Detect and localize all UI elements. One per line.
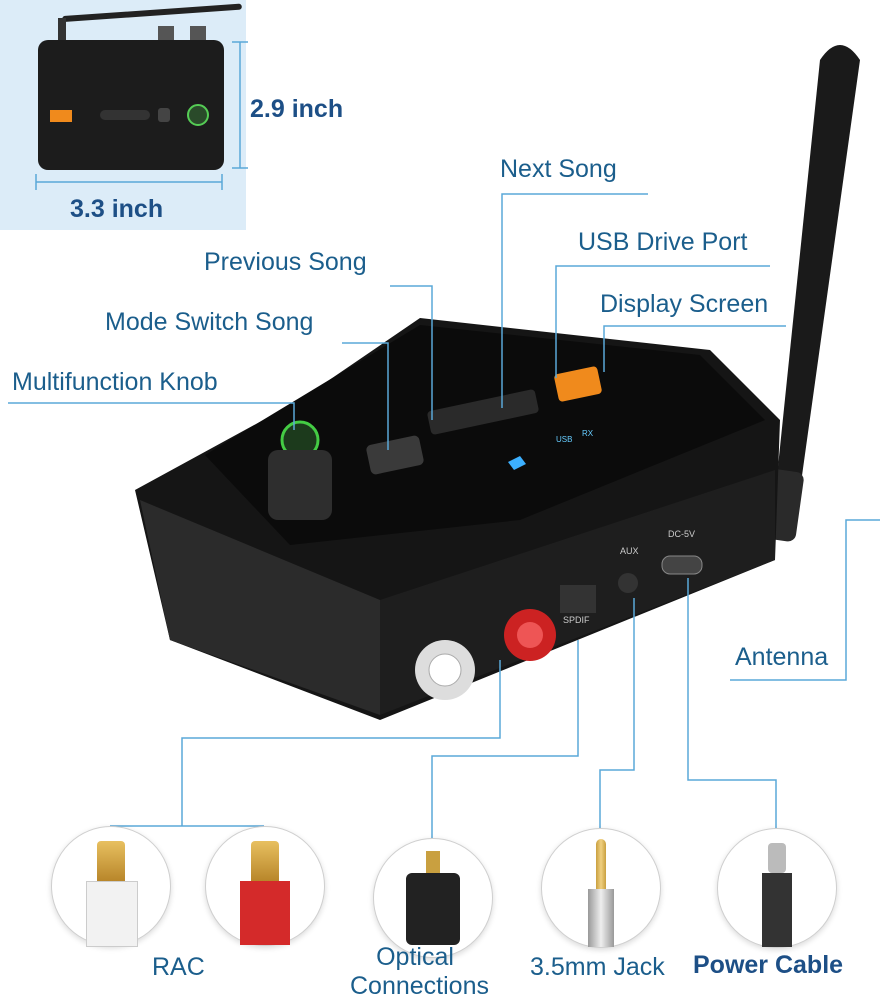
dimension-lines (35, 41, 248, 190)
spdif-marking: SPDIF (563, 615, 590, 625)
connector-label-power-cable: Power Cable (693, 951, 844, 979)
aux-marking: AUX (620, 546, 639, 556)
callout-mode-switch-song: Mode Switch Song (105, 308, 314, 336)
usb-marking: USB (556, 435, 573, 444)
callout-next-song: Next Song (500, 155, 617, 183)
callout-display-screen: Display Screen (600, 290, 769, 318)
rca-white-connector-image (51, 826, 171, 947)
dc-marking: DC-5V (668, 529, 696, 539)
callout-antenna: Antenna (735, 643, 829, 671)
connector-label-jack: 3.5mm Jack (530, 953, 665, 981)
usb-c-cable-image (717, 828, 837, 948)
callout-previous-song: Previous Song (204, 248, 367, 276)
height-dimension: 2.9 inch (250, 95, 344, 123)
optical-connector-image (373, 838, 493, 958)
rca-red-connector-image (205, 826, 325, 946)
callout-multifunction-knob: Multifunction Knob (12, 368, 218, 396)
device-image (135, 318, 780, 720)
audio-jack-image (541, 828, 661, 948)
width-dimension: 3.3 inch (70, 195, 164, 223)
connector-label-rac: RAC (152, 953, 205, 981)
rx-marking: RX (582, 429, 594, 438)
callout-lines (8, 193, 880, 838)
optical-line1: Optical (376, 943, 454, 971)
connector-label-optical: Optical Connections (350, 943, 489, 999)
callout-usb-drive-port: USB Drive Port (578, 228, 748, 256)
mini-device-image (38, 3, 242, 170)
optical-line2: Connections (350, 972, 489, 1000)
